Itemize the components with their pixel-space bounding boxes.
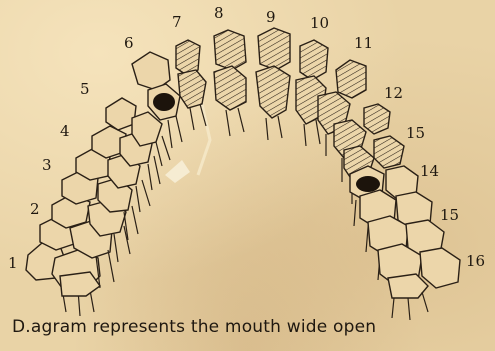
tooth-left-8-hatched bbox=[176, 40, 206, 130]
label-14: 14 bbox=[420, 162, 439, 180]
label-15-lower: 15 bbox=[440, 206, 459, 224]
label-11: 11 bbox=[354, 34, 373, 52]
tooth-right-2-hatched bbox=[296, 40, 328, 146]
tooth-right-9 bbox=[378, 244, 460, 320]
label-3: 3 bbox=[42, 156, 52, 174]
label-6: 6 bbox=[124, 34, 134, 52]
label-4: 4 bbox=[60, 122, 70, 140]
label-15-upper: 15 bbox=[406, 124, 425, 142]
paper-crease bbox=[198, 95, 210, 175]
label-5: 5 bbox=[80, 80, 90, 98]
label-7: 7 bbox=[172, 13, 182, 31]
label-12: 12 bbox=[384, 84, 403, 102]
left-arch bbox=[26, 30, 246, 316]
paper-tear bbox=[165, 160, 190, 183]
tooth-right-1-hatched bbox=[256, 28, 290, 140]
label-9: 9 bbox=[266, 8, 276, 26]
label-8: 8 bbox=[214, 4, 224, 22]
diagram-caption: D.agram represents the mouth wide open bbox=[12, 317, 376, 337]
label-2: 2 bbox=[30, 200, 40, 218]
tooth-left-7-hatched bbox=[214, 30, 246, 136]
label-10: 10 bbox=[310, 14, 329, 32]
label-16: 16 bbox=[466, 252, 485, 270]
label-1: 1 bbox=[8, 254, 18, 272]
